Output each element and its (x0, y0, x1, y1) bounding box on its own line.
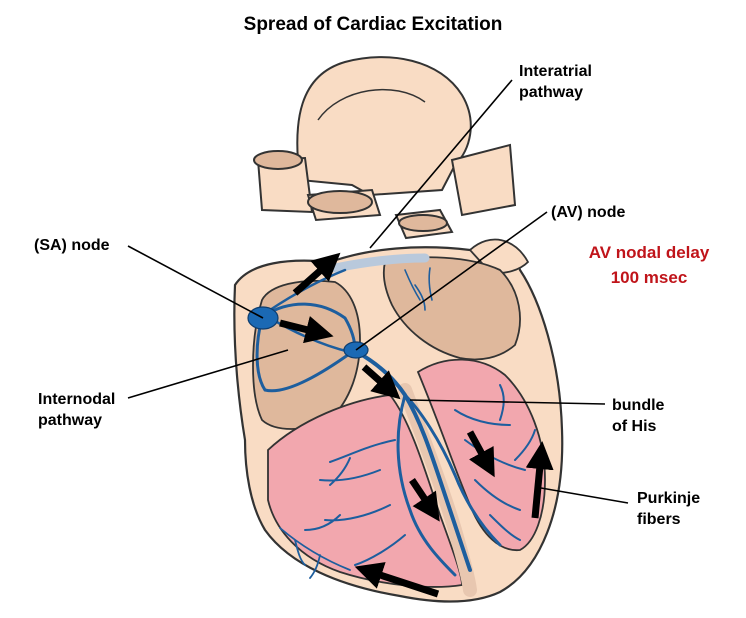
arrow-interatrial (292, 252, 341, 296)
arrow-into-bundle (361, 364, 401, 400)
aorta (253, 56, 517, 240)
leader-lines (127, 79, 629, 504)
internodal-label-line1: Internodal (38, 391, 116, 408)
av-node-label: (AV) node (551, 204, 626, 221)
internodal-label-line2: pathway (38, 412, 103, 429)
arrow-left-ventricle (409, 478, 440, 522)
annotation-line2: 100 msec (610, 268, 688, 287)
interatrial-label-line1: Interatrial (519, 63, 592, 80)
ventricles (267, 358, 546, 597)
sa-node-label: (SA) node (34, 237, 110, 254)
bundle-of-his-label: bundle of His (612, 395, 664, 437)
interatrial-label-line2: pathway (519, 84, 584, 101)
leader-sa-node (127, 245, 264, 319)
arrow-right-bundle (466, 430, 495, 478)
leader-interatrial (369, 79, 513, 249)
arrow-purkinje-up (525, 441, 554, 519)
bundle-label-line2: of His (612, 418, 657, 435)
arrow-bottom (354, 562, 440, 598)
leader-purkinje (540, 487, 629, 504)
purkinje-label: Purkinje fibers (637, 488, 700, 530)
leader-internodal (127, 349, 289, 399)
leader-bundle (409, 399, 606, 405)
purkinje-label-line1: Purkinje (637, 490, 701, 507)
leader-av-node (355, 211, 548, 351)
arrow-to-av-node (279, 316, 334, 344)
annotation-line1: AV nodal delay (588, 243, 710, 262)
excitation-arrows (279, 252, 554, 598)
page-title: Spread of Cardiac Excitation (243, 14, 503, 35)
interatrial-label: Interatrial pathway (519, 61, 592, 103)
bundle-label-line1: bundle (612, 397, 665, 414)
av-nodal-delay-annotation: AV nodal delay 100 msec (583, 240, 715, 290)
purkinje-label-line2: fibers (637, 511, 681, 528)
internodal-label: Internodal pathway (38, 389, 115, 431)
